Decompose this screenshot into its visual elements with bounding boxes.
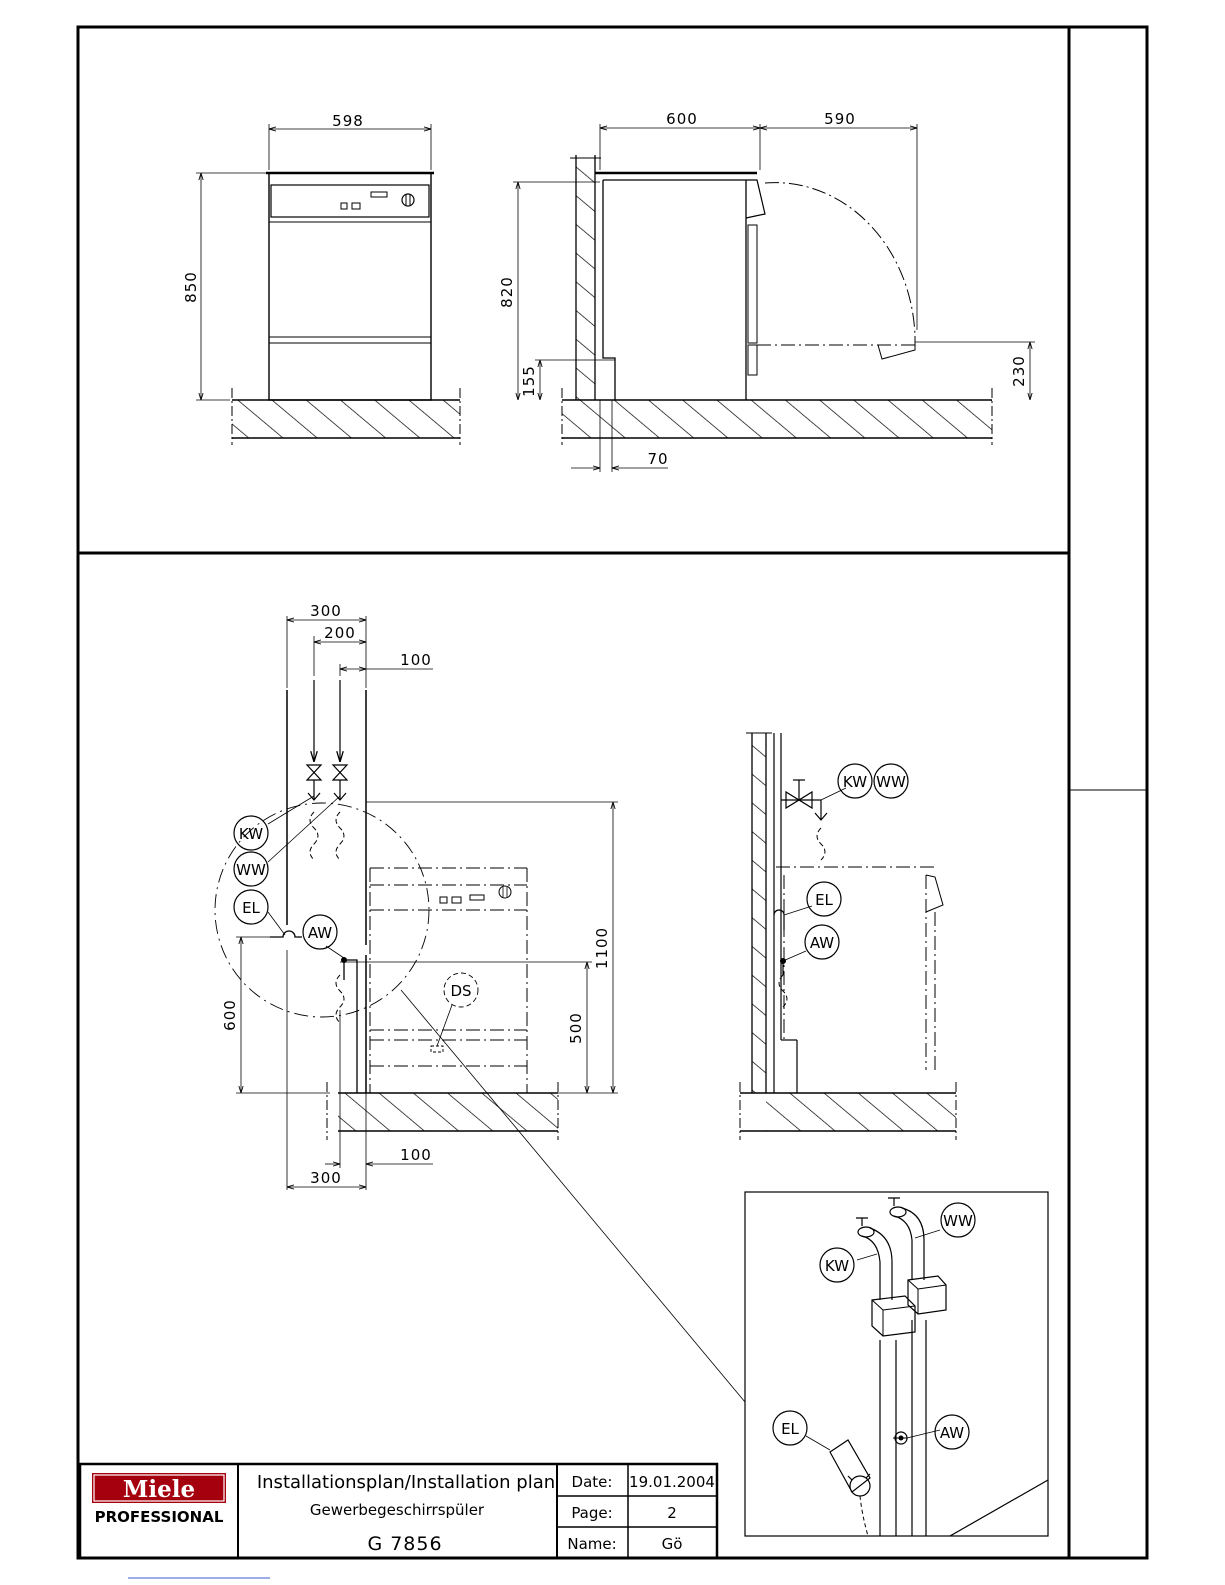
detail-label-el: EL (781, 1420, 799, 1438)
page-value: 2 (667, 1504, 677, 1522)
label-ds: DS (450, 982, 471, 1000)
plan-title: Installationsplan/Installation plan (257, 1472, 555, 1493)
detail-perspective: KW WW EL AW (745, 1192, 1048, 1536)
label-kw: KW (239, 825, 263, 843)
label-el: EL (242, 899, 260, 917)
connection-side-view: KW WW EL AW (740, 733, 956, 1140)
sheet-frame (78, 27, 1147, 1558)
front-height-dimension: 850 (182, 271, 200, 303)
dim-1100: 1100 (593, 927, 611, 969)
side-label-kw: KW (843, 773, 867, 791)
detail-label-kw: KW (825, 1257, 849, 1275)
dim-600: 600 (221, 999, 239, 1031)
date-value: 19.01.2004 (629, 1473, 715, 1491)
connection-front-view: 300 200 100 1100 500 600 100 300 KW (215, 602, 745, 1402)
dim-300-bottom: 300 (310, 1169, 342, 1187)
door-height-dimension: 230 (1010, 355, 1028, 387)
label-aw: AW (308, 924, 332, 942)
dim-100-top: 100 (400, 651, 432, 669)
date-label: Date: (572, 1473, 613, 1491)
wall-gap-dimension: 70 (647, 450, 668, 468)
side-label-el: EL (815, 891, 833, 909)
label-ww: WW (236, 861, 266, 879)
side-label-ww: WW (876, 773, 906, 791)
plinth-dimension: 155 (520, 365, 538, 397)
side-label-aw: AW (810, 934, 834, 952)
title-block: Miele PROFESSIONAL Installationsplan/Ins… (80, 1464, 717, 1558)
page-label: Page: (571, 1504, 612, 1522)
detail-label-ww: WW (943, 1212, 973, 1230)
side-depth-dimension: 600 (666, 110, 698, 128)
detail-label-aw: AW (940, 1424, 964, 1442)
name-value: Gö (662, 1535, 683, 1553)
dim-100-bottom: 100 (400, 1146, 432, 1164)
plan-subtitle: Gewerbegeschirrspüler (310, 1501, 485, 1519)
door-open-dimension: 590 (824, 110, 856, 128)
side-view: 600 590 820 155 230 70 (498, 110, 1035, 472)
front-view: 598 850 (182, 112, 460, 445)
side-height-dimension: 820 (498, 276, 516, 308)
front-width-dimension: 598 (332, 112, 364, 130)
dim-300-top: 300 (310, 602, 342, 620)
dim-500: 500 (567, 1012, 585, 1044)
brand-subtitle: PROFESSIONAL (95, 1508, 224, 1526)
name-label: Name: (567, 1535, 616, 1553)
model-number: G 7856 (367, 1533, 442, 1555)
dim-200: 200 (324, 624, 356, 642)
brand-logo-text: Miele (123, 1476, 195, 1503)
